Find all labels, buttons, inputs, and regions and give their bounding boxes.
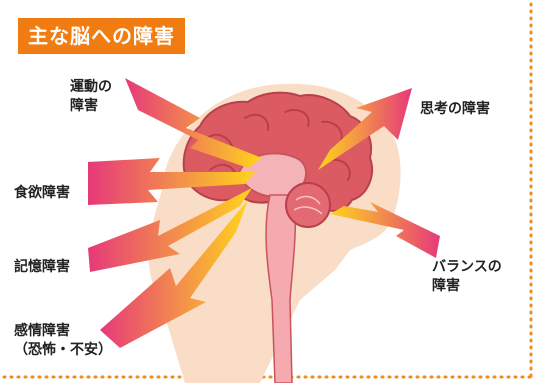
label-emotion-line2: （恐怖・不安） (14, 342, 112, 358)
label-motor-disorder: 運動の 障害 (70, 78, 112, 116)
burst-balance (330, 202, 440, 258)
inner-brain (236, 152, 308, 198)
label-emotion-disorder: 感情障害 （恐怖・不安） (14, 322, 112, 360)
label-appetite-disorder: 食欲障害 (14, 185, 70, 201)
cerebellum-folds (293, 195, 323, 215)
label-motor-line1: 運動の (70, 79, 112, 95)
label-thinking-disorder: 思考の障害 (420, 101, 490, 117)
brainstem (265, 194, 297, 383)
burst-emotion (100, 200, 248, 348)
cerebellum (285, 182, 331, 228)
burst-motor (125, 78, 262, 168)
burst-appetite (88, 158, 255, 205)
label-balance-line2: 障害 (432, 278, 460, 294)
label-balance-line1: バランスの (432, 259, 502, 275)
burst-memory (88, 188, 252, 272)
label-emotion-line1: 感情障害 (14, 323, 70, 339)
page-title: 主な脳への障害 (18, 18, 185, 54)
label-memory-disorder: 記憶障害 (14, 259, 70, 275)
burst-thinking (318, 88, 412, 170)
label-balance-disorder: バランスの 障害 (432, 258, 502, 296)
label-motor-line2: 障害 (70, 98, 98, 114)
